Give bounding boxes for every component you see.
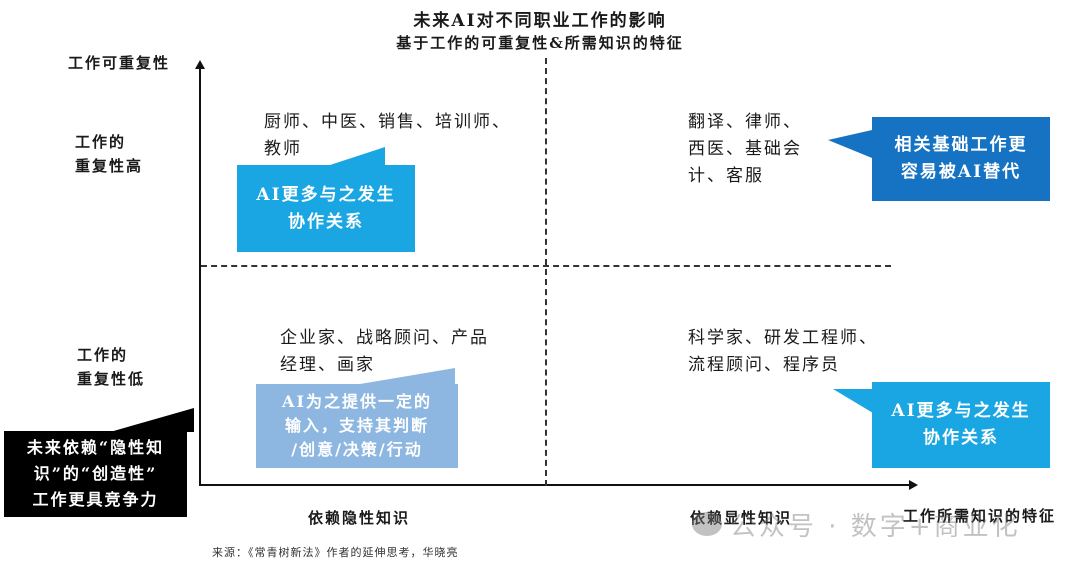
y-axis-line xyxy=(199,66,201,486)
horizontal-divider xyxy=(201,265,891,267)
x-axis-arrow-icon xyxy=(909,480,918,490)
watermark: 公众号 · 数字+商业化 xyxy=(730,512,1021,542)
top-right-callout-tail xyxy=(828,130,872,158)
y-axis-arrow-icon xyxy=(195,60,205,69)
side-callout: 未来依赖“隐性知 识”的“创造性” 工作更具竞争力 xyxy=(4,431,187,517)
top-left-jobs: 厨师、中医、销售、培训师、 教师 xyxy=(264,112,511,159)
vertical-divider xyxy=(545,58,547,486)
top-left-callout: AI更多与之发生 协作关系 xyxy=(237,165,415,252)
bottom-left-jobs: 企业家、战略顾问、产品 经理、画家 xyxy=(280,328,489,375)
y-axis-label: 工作可重复性 xyxy=(68,54,171,72)
x-axis-label: 工作所需知识的特征 xyxy=(903,507,1057,525)
x-axis-line xyxy=(199,484,911,486)
top-left-callout-tail xyxy=(330,147,385,165)
side-callout-tail xyxy=(110,408,194,432)
y-low-label: 工作的 重复性低 xyxy=(77,346,146,388)
x-axis-right-label: 依赖显性知识 xyxy=(690,509,793,527)
chart-title: 未来AI对不同职业工作的影响 xyxy=(413,11,667,31)
bottom-right-callout-tail-upper xyxy=(833,389,873,423)
bottom-right-jobs: 科学家、研发工程师、 流程顾问、程序员 xyxy=(688,328,878,375)
bottom-left-callout: AI为之提供一定的 输入，支持其判断 /创意/决策/行动 xyxy=(256,384,458,468)
y-high-label: 工作的 重复性高 xyxy=(75,133,144,175)
x-axis-left-label: 依赖隐性知识 xyxy=(308,509,411,527)
top-right-callout: 相关基础工作更 容易被AI替代 xyxy=(872,117,1050,201)
bottom-right-callout: AI更多与之发生 协作关系 xyxy=(872,382,1050,468)
top-right-jobs: 翻译、律师、 西医、基础会 计、客服 xyxy=(688,112,802,186)
chart-subtitle: 基于工作的可重复性&所需知识的特征 xyxy=(396,34,684,52)
bottom-left-callout-tail xyxy=(360,368,455,384)
wechat-icon xyxy=(692,512,722,536)
source-note: 来源：《常青树新法》作者的延伸思考，华晓亮 xyxy=(212,546,459,559)
